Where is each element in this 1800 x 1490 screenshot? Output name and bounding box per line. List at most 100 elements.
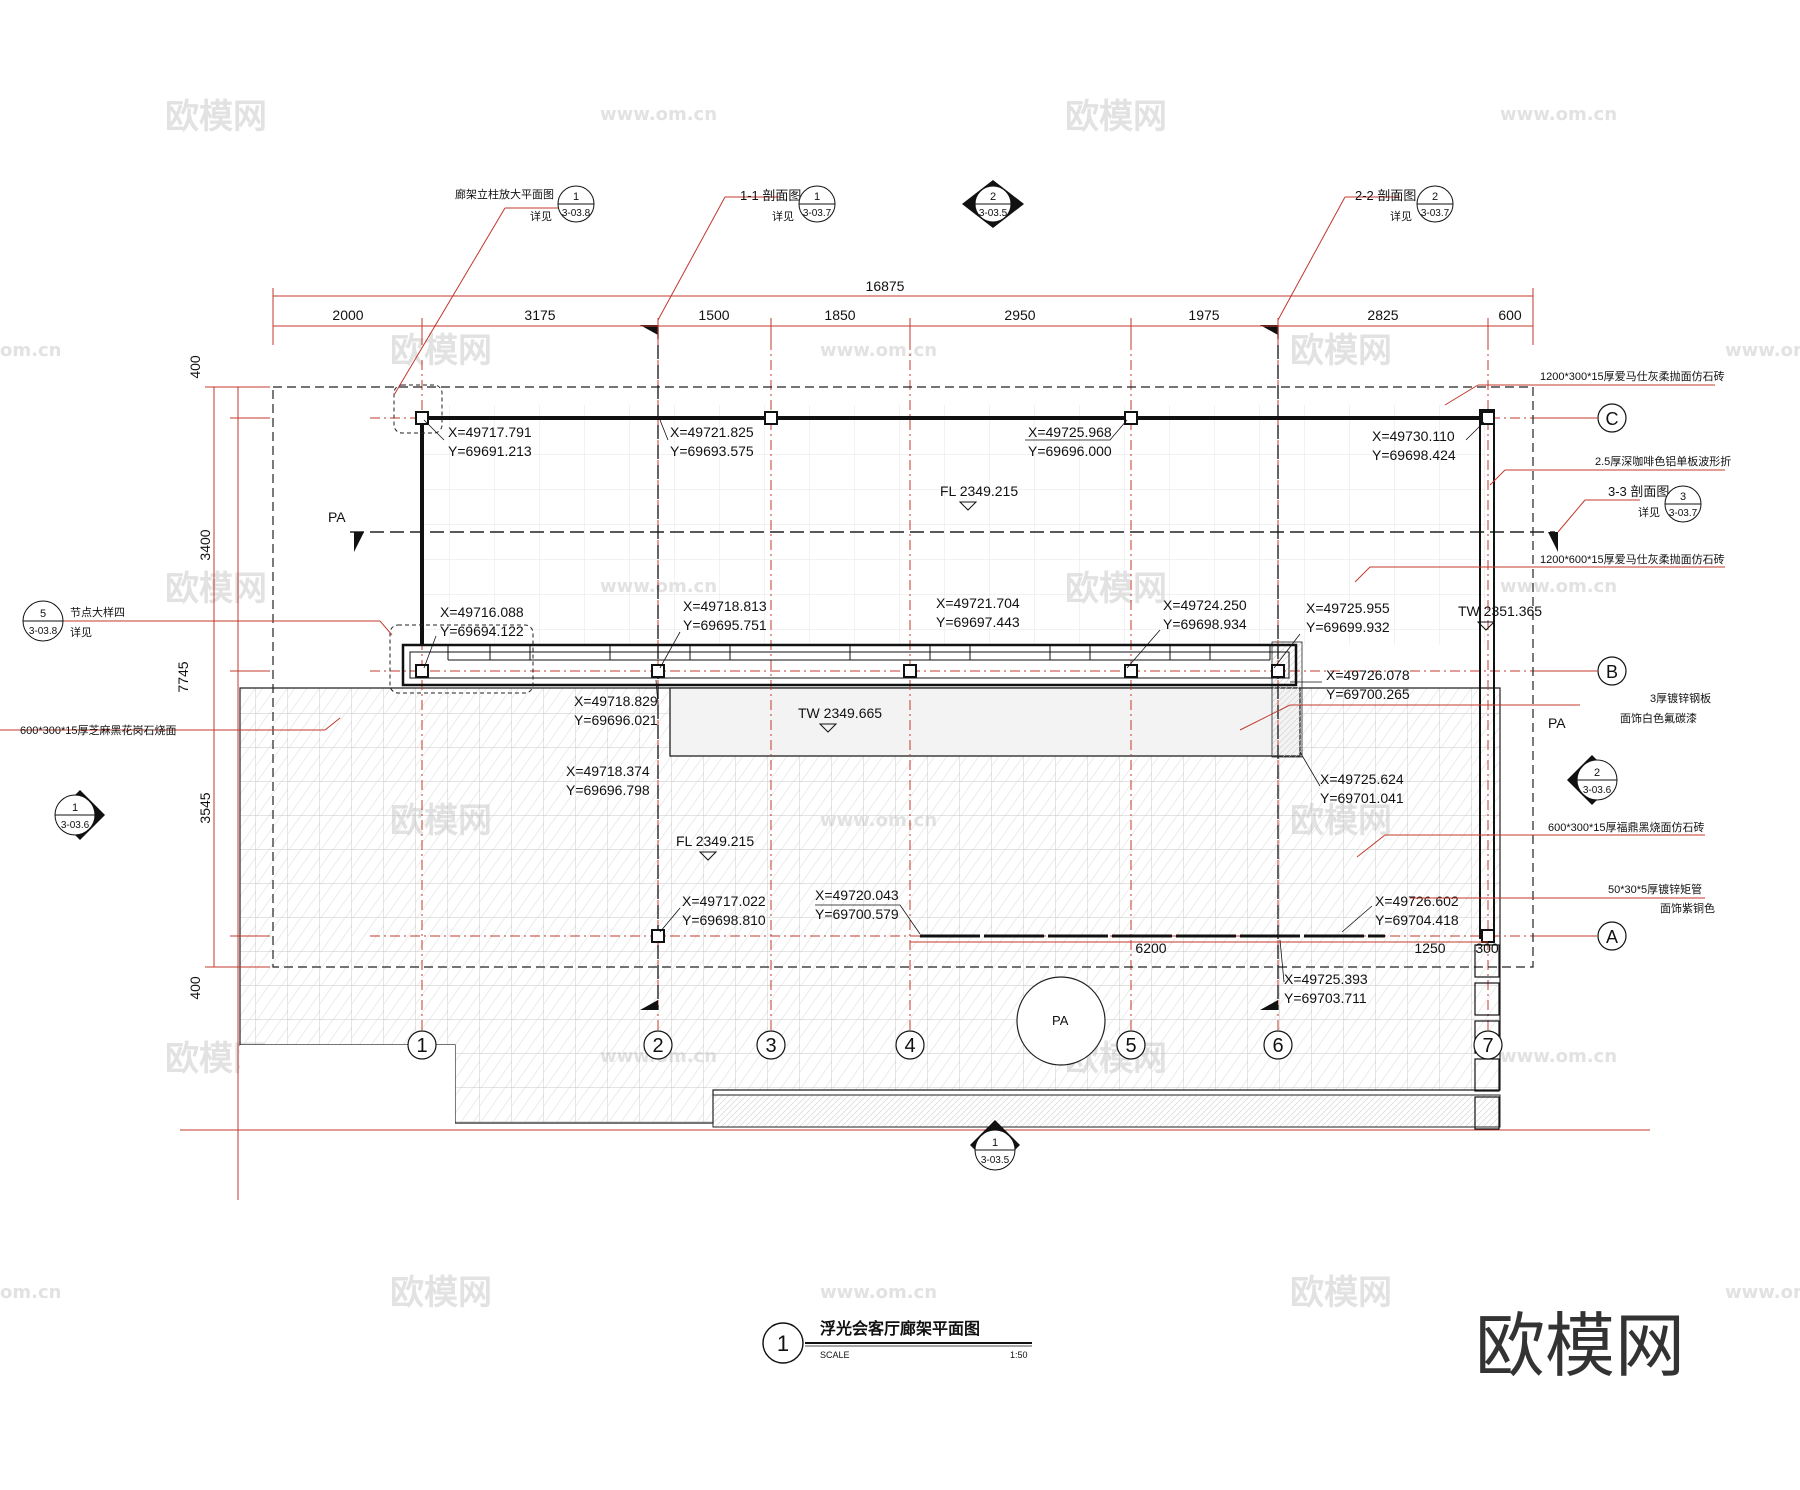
coord-y: Y=69696.798 bbox=[566, 782, 650, 798]
watermark-url-fragment: om.cn bbox=[0, 340, 61, 361]
ref-num: 1 bbox=[72, 802, 78, 814]
grid-col-label: 5 bbox=[1125, 1035, 1136, 1057]
watermark-brand: 欧模网 bbox=[1290, 1273, 1392, 1313]
grid-row-leaders bbox=[1540, 417, 1598, 937]
callout-see: 详见 bbox=[1390, 209, 1412, 223]
material-note: 50*30*5厚镀锌矩管 bbox=[1608, 882, 1702, 896]
dim-segment: 2825 bbox=[1367, 307, 1398, 323]
column bbox=[651, 664, 665, 678]
pa-label: PA bbox=[1548, 715, 1566, 731]
floor-level-bottom: FL 2349.215 bbox=[676, 833, 754, 849]
grid-col-label: 6 bbox=[1272, 1035, 1283, 1057]
column bbox=[903, 664, 917, 678]
ref-sheet: 3-03.6 bbox=[1583, 785, 1612, 796]
coord-x: X=49716.088 bbox=[440, 604, 524, 620]
watermark-brand: 欧模网 bbox=[165, 569, 267, 609]
watermark-url: www.om.cn bbox=[1500, 104, 1617, 125]
coord-x: X=49717.791 bbox=[448, 424, 532, 440]
coord-y: Y=69693.575 bbox=[670, 443, 754, 459]
coord-x: X=49730.110 bbox=[1372, 428, 1455, 444]
material-note: 600*300*15厚芝麻黑花岗石烧面 bbox=[20, 723, 177, 737]
section-arrow bbox=[640, 325, 658, 335]
dim-segment: 2000 bbox=[332, 307, 363, 323]
grid-row-label: A bbox=[1606, 927, 1618, 947]
dim-segment: 3400 bbox=[197, 529, 213, 560]
coord-x: X=49718.813 bbox=[683, 598, 767, 614]
ref-sheet: 3-03.5 bbox=[981, 1155, 1010, 1166]
floor-level-top: FL 2349.215 bbox=[940, 483, 1018, 499]
detail-bubble-node bbox=[389, 624, 534, 694]
coord-y: Y=69703.711 bbox=[1284, 990, 1367, 1006]
title-number: 1 bbox=[777, 1331, 789, 1356]
material-note: 600*300*15厚福鼎黑烧面仿石砖 bbox=[1548, 820, 1705, 834]
coordinate-leaders bbox=[423, 419, 1485, 983]
dim-segment: 1850 bbox=[824, 307, 855, 323]
ref-sheet: 3-03.8 bbox=[562, 208, 591, 219]
material-note: 1200*600*15厚爱马仕灰柔抛面仿石砖 bbox=[1540, 552, 1725, 566]
column bbox=[1271, 664, 1285, 678]
detail-bubble-column bbox=[393, 384, 443, 434]
watermark-url: www.om.cn bbox=[820, 1282, 937, 1303]
watermark-brand: 欧模网 bbox=[1290, 331, 1392, 371]
coord-y: Y=69701.041 bbox=[1320, 790, 1404, 806]
ref-num: 3 bbox=[1680, 491, 1686, 503]
ref-num: 1 bbox=[573, 191, 579, 203]
watermark-url: www.om.cn bbox=[820, 340, 937, 361]
coord-y: Y=69697.443 bbox=[936, 614, 1020, 630]
callout-see: 详见 bbox=[772, 209, 794, 223]
watermark-url: www.om.cn bbox=[1500, 1046, 1617, 1067]
coord-x: X=49726.602 bbox=[1375, 893, 1459, 909]
bench-slats bbox=[489, 645, 1211, 660]
watermark-brand: 欧模网 bbox=[1065, 97, 1167, 137]
column bbox=[1124, 411, 1138, 425]
dim-total-height: 7745 bbox=[175, 661, 191, 692]
watermark-brand: 欧模网 bbox=[390, 1273, 492, 1313]
grid-bubble-labels: 1 2 3 4 5 6 7 C B A bbox=[416, 409, 1618, 1057]
dim-segment: 3175 bbox=[524, 307, 555, 323]
coord-x: X=49725.955 bbox=[1306, 600, 1390, 616]
coord-y: Y=69696.000 bbox=[1028, 443, 1112, 459]
ref-num: 2 bbox=[1432, 191, 1438, 203]
ref-sheet: 3-03.6 bbox=[61, 820, 90, 831]
edge-strip-paving bbox=[712, 1094, 1501, 1128]
coord-y: Y=69695.751 bbox=[683, 617, 767, 633]
callout-see: 详见 bbox=[530, 209, 552, 223]
material-note: 2.5厚深咖啡色铝单板波形折 bbox=[1595, 454, 1731, 468]
dim-total-width: 16875 bbox=[866, 278, 905, 294]
corner-logo: 欧模网 bbox=[1475, 1305, 1685, 1387]
coord-y: Y=69704.418 bbox=[1375, 912, 1459, 928]
grid-col-label: 1 bbox=[416, 1035, 427, 1057]
coord-x: X=49718.374 bbox=[566, 763, 650, 779]
coordinate-labels: X=49717.791 Y=69691.213 X=49721.825 Y=69… bbox=[440, 424, 1459, 1006]
coord-y: Y=69698.424 bbox=[1372, 447, 1456, 463]
steel-plate-strip bbox=[1271, 641, 1303, 758]
grid-col-label: 3 bbox=[765, 1035, 776, 1057]
callout-section-3-3: 3-3 剖面图 bbox=[1608, 484, 1669, 499]
coord-y: Y=69700.265 bbox=[1326, 686, 1410, 702]
raised-table-block bbox=[669, 687, 1301, 757]
coord-x: X=49724.250 bbox=[1163, 597, 1247, 613]
callout-section-2-2: 2-2 剖面图 bbox=[1355, 188, 1416, 203]
dimensions-top: 16875 2000 3175 1500 1850 2950 1975 2825… bbox=[272, 278, 1534, 345]
coord-x: X=49726.078 bbox=[1326, 667, 1410, 683]
paving-layer bbox=[239, 405, 1501, 1128]
coord-x: X=49721.704 bbox=[936, 595, 1020, 611]
material-note: 3厚镀锌钢板 bbox=[1650, 691, 1711, 705]
callout-see: 详见 bbox=[70, 625, 92, 639]
ref-sheet: 3-03.5 bbox=[979, 208, 1008, 219]
dimensions-left: 400 3400 7745 3545 400 bbox=[175, 355, 270, 1200]
grid-col-label: 4 bbox=[904, 1035, 915, 1057]
scale-value: 1:50 bbox=[1010, 1350, 1028, 1360]
coord-y: Y=69698.810 bbox=[682, 912, 766, 928]
section-arrow-right bbox=[1548, 532, 1558, 552]
callouts: 廊架立柱放大平面图 详见 1 3-03.8 1-1 剖面图 详见 1 3-03.… bbox=[0, 180, 1731, 1171]
coord-x: X=49720.043 bbox=[815, 887, 899, 903]
dim-segment: 6200 bbox=[1135, 940, 1166, 956]
grid-row-label: C bbox=[1606, 409, 1619, 429]
material-note: 1200*300*15厚爱马仕灰柔抛面仿石砖 bbox=[1540, 369, 1725, 383]
callout-column-detail: 廊架立柱放大平面图 bbox=[455, 187, 554, 201]
title-number-circle bbox=[762, 1322, 804, 1364]
ref-num: 1 bbox=[992, 1137, 998, 1149]
coord-x: X=49725.393 bbox=[1284, 971, 1368, 987]
grid-col-label: 7 bbox=[1482, 1035, 1493, 1057]
